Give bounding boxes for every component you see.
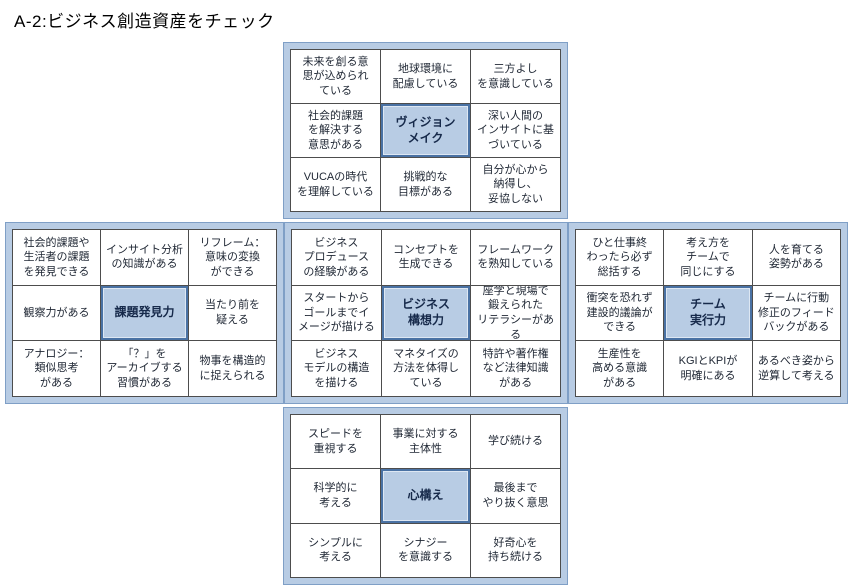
cell: シンプルに 考える bbox=[291, 523, 380, 577]
cell: 衝突を恐れず 建設的議論が できる bbox=[576, 285, 664, 341]
grid-team-execution-cells: ひと仕事終 わったら必ず 総括する 考え方を チームで 同じにする 人を育てる … bbox=[575, 229, 841, 397]
cell: 自分が心から 納得し、 妥協しない bbox=[471, 158, 560, 211]
cell: VUCAの時代 を理解している bbox=[291, 158, 380, 211]
cell: シナジー を意識する bbox=[381, 523, 470, 577]
cell: アナロジー： 類似思考 がある bbox=[13, 341, 100, 396]
grid-problem-discovery: 社会的課題や 生活者の課題 を発見できる インサイト分析 の知識がある リフレー… bbox=[5, 222, 284, 404]
grid-team-execution: ひと仕事終 わったら必ず 総括する 考え方を チームで 同じにする 人を育てる … bbox=[568, 222, 848, 404]
cell: 物事を構造的 に捉えられる bbox=[189, 341, 276, 396]
center-cell-team-execution: チーム 実行力 bbox=[664, 285, 752, 341]
grid-mindset: スピードを 重視する 事業に対する 主体性 学び続ける 科学的に 考える 心構え… bbox=[283, 407, 568, 585]
center-cell-business-concept: ビジネス 構想力 bbox=[381, 285, 471, 341]
cell: スピードを 重視する bbox=[291, 415, 380, 469]
cell: 考え方を チームで 同じにする bbox=[664, 230, 752, 285]
cell: KGIとKPIが 明確にある bbox=[664, 341, 752, 396]
cell: フレームワーク を熟知している bbox=[471, 230, 560, 285]
cell: 社会的課題や 生活者の課題 を発見できる bbox=[13, 230, 100, 285]
grid-business-concept: ビジネス プロデュース の経験がある コンセプトを 生成できる フレームワーク … bbox=[284, 222, 568, 404]
cell: 当たり前を 疑える bbox=[189, 285, 276, 341]
cell: 地球環境に 配慮している bbox=[381, 50, 470, 103]
cell: インサイト分析 の知識がある bbox=[101, 230, 188, 285]
cell: ビジネス プロデュース の経験がある bbox=[292, 230, 381, 285]
cell: 社会的課題 を解決する 意思がある bbox=[291, 104, 380, 157]
cell: スタートから ゴールまでイ メージが描ける bbox=[292, 285, 381, 341]
cell: 好奇心を 持ち続ける bbox=[471, 523, 560, 577]
center-cell-mindset: 心構え bbox=[381, 469, 470, 523]
grid-problem-discovery-cells: 社会的課題や 生活者の課題 を発見できる インサイト分析 の知識がある リフレー… bbox=[12, 229, 277, 397]
cell: チームに行動 修正のフィード バックがある bbox=[752, 285, 840, 341]
cell: リフレーム： 意味の変換 ができる bbox=[189, 230, 276, 285]
cell: ビジネス モデルの構造 を描ける bbox=[292, 341, 381, 396]
cell: 事業に対する 主体性 bbox=[381, 415, 470, 469]
cell: 深い人間の インサイトに基 づいている bbox=[471, 104, 560, 157]
center-cell-problem-discovery: 課題発見力 bbox=[101, 285, 188, 341]
grid-mindset-cells: スピードを 重視する 事業に対する 主体性 学び続ける 科学的に 考える 心構え… bbox=[290, 414, 561, 578]
cell: 学び続ける bbox=[471, 415, 560, 469]
cell: 三方よし を意識している bbox=[471, 50, 560, 103]
grid-vision-make: 未来を創る意 思が込められ ている 地球環境に 配慮している 三方よし を意識し… bbox=[283, 42, 568, 219]
grid-vision-make-cells: 未来を創る意 思が込められ ている 地球環境に 配慮している 三方よし を意識し… bbox=[290, 49, 561, 212]
cell: ひと仕事終 わったら必ず 総括する bbox=[576, 230, 664, 285]
cell: 未来を創る意 思が込められ ている bbox=[291, 50, 380, 103]
cell: マネタイズの 方法を体得し ている bbox=[381, 341, 471, 396]
cell: 「？」を アーカイブする 習慣がある bbox=[101, 341, 188, 396]
cell: 生産性を 高める意識 がある bbox=[576, 341, 664, 396]
cell: 科学的に 考える bbox=[291, 469, 380, 523]
cell: 最後まで やり抜く意思 bbox=[471, 469, 560, 523]
cell: 観察力がある bbox=[13, 285, 100, 341]
grid-business-concept-cells: ビジネス プロデュース の経験がある コンセプトを 生成できる フレームワーク … bbox=[291, 229, 561, 397]
page-title: A-2:ビジネス創造資産をチェック bbox=[14, 12, 275, 31]
cell: 特許や著作権 など法律知識 がある bbox=[471, 341, 560, 396]
cell: 人を育てる 姿勢がある bbox=[752, 230, 840, 285]
cell: 座学と現場で 鍛えられた リテラシーがある bbox=[471, 285, 560, 341]
cell: あるべき姿から 逆算して考える bbox=[752, 341, 840, 396]
cell: 挑戦的な 目標がある bbox=[381, 158, 470, 211]
center-cell-vision-make: ヴィジョン メイク bbox=[381, 104, 470, 157]
cell: コンセプトを 生成できる bbox=[381, 230, 471, 285]
